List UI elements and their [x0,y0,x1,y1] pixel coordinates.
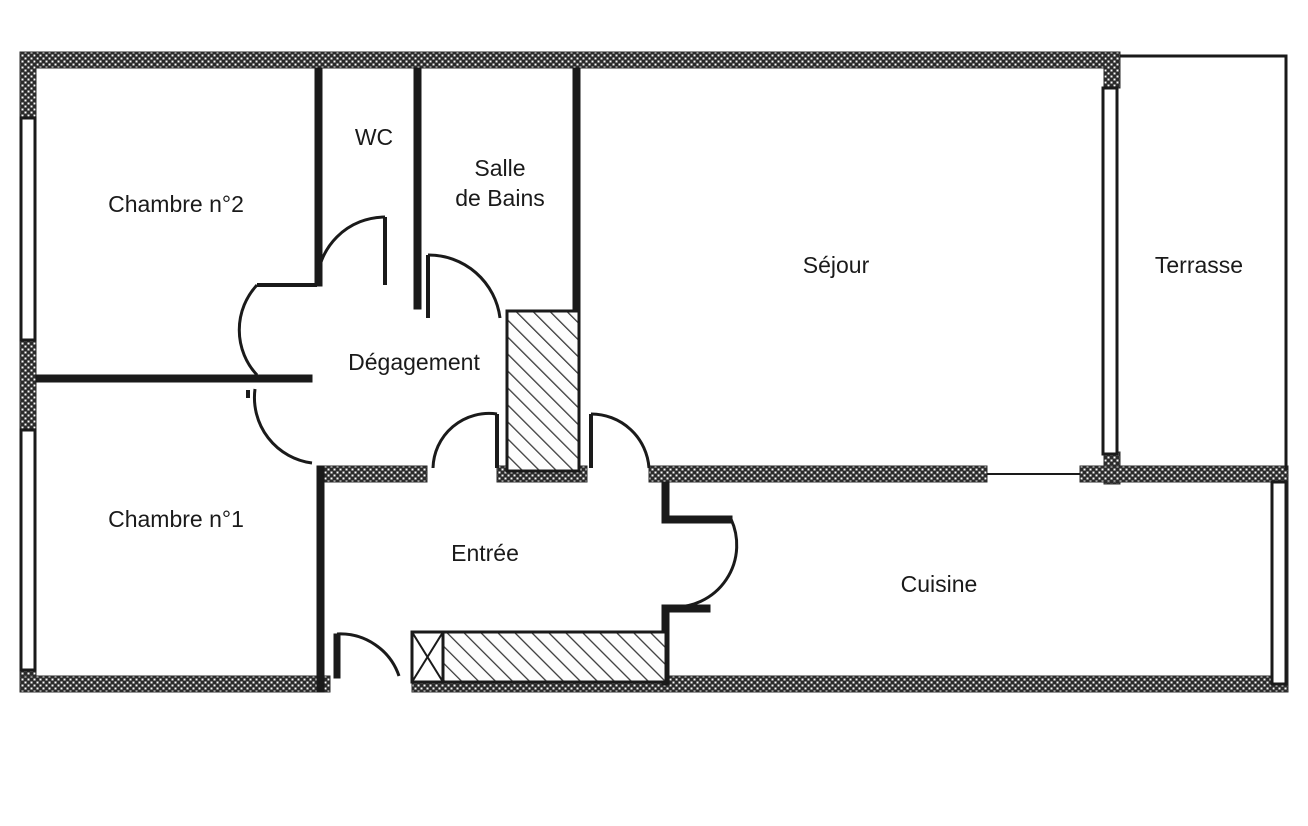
window-sejour [1101,86,1119,456]
room-label-entree: Entrée [451,540,519,566]
room-label-chambre-2: Chambre n°2 [108,191,244,217]
partition-wc-sdb [413,67,422,310]
closet-placard-entree [441,630,668,684]
partition-entree-cuisine-jog-top [661,515,733,524]
closet-placard-degagement [505,309,581,473]
wall-sejour-terrasse [1103,51,1121,89]
door-sejour-entree [589,412,651,469]
door-chambre-1 [246,388,313,465]
closets [410,309,668,684]
partition-walls [35,67,733,693]
room-label-salle-de-bains-line1: Salle [474,155,525,181]
wall-exterior-top [19,51,1121,69]
wall-sejour-cuisine [1079,465,1289,483]
window-chambre-1 [19,428,37,672]
jamb-degagement-west-upper [247,374,313,383]
room-label-sejour: Séjour [803,252,870,278]
room-label-degagement: Dégagement [348,349,480,375]
door-degagement-entree [431,411,499,469]
room-label-cuisine: Cuisine [901,571,978,597]
room-label-terrasse: Terrasse [1155,252,1243,278]
window-chambre-2 [19,116,37,342]
wall-sejour-entree [648,465,988,483]
partition-cuisine-nw-vertical [661,481,670,519]
door-cuisine-entree [671,518,739,609]
structural-walls [19,51,1289,693]
door-wc [315,215,387,286]
duct-shaft-entree [410,630,445,684]
windows [19,86,1288,686]
partition-chambre2-wc [314,67,323,287]
terrasse-outline [1120,54,1288,470]
partition-sdb-sejour [572,67,581,317]
room-labels: Chambre n°2 WC Salle de Bains Séjour Ter… [108,124,1243,597]
door-chambre-2 [237,283,317,377]
door-main-entrance [335,632,401,677]
room-label-chambre-1: Chambre n°1 [108,506,244,532]
door-salle-de-bains [426,253,502,319]
room-label-salle-de-bains-line2: de Bains [455,185,545,211]
doors [237,215,739,677]
partition-chambre1-entree [316,465,325,693]
terrasse-boundary [1120,54,1288,470]
wall-exterior-bottom-left [19,675,331,693]
wall-degagement-bottom [319,465,428,483]
room-label-wc: WC [355,124,393,150]
window-cuisine [1270,480,1288,686]
